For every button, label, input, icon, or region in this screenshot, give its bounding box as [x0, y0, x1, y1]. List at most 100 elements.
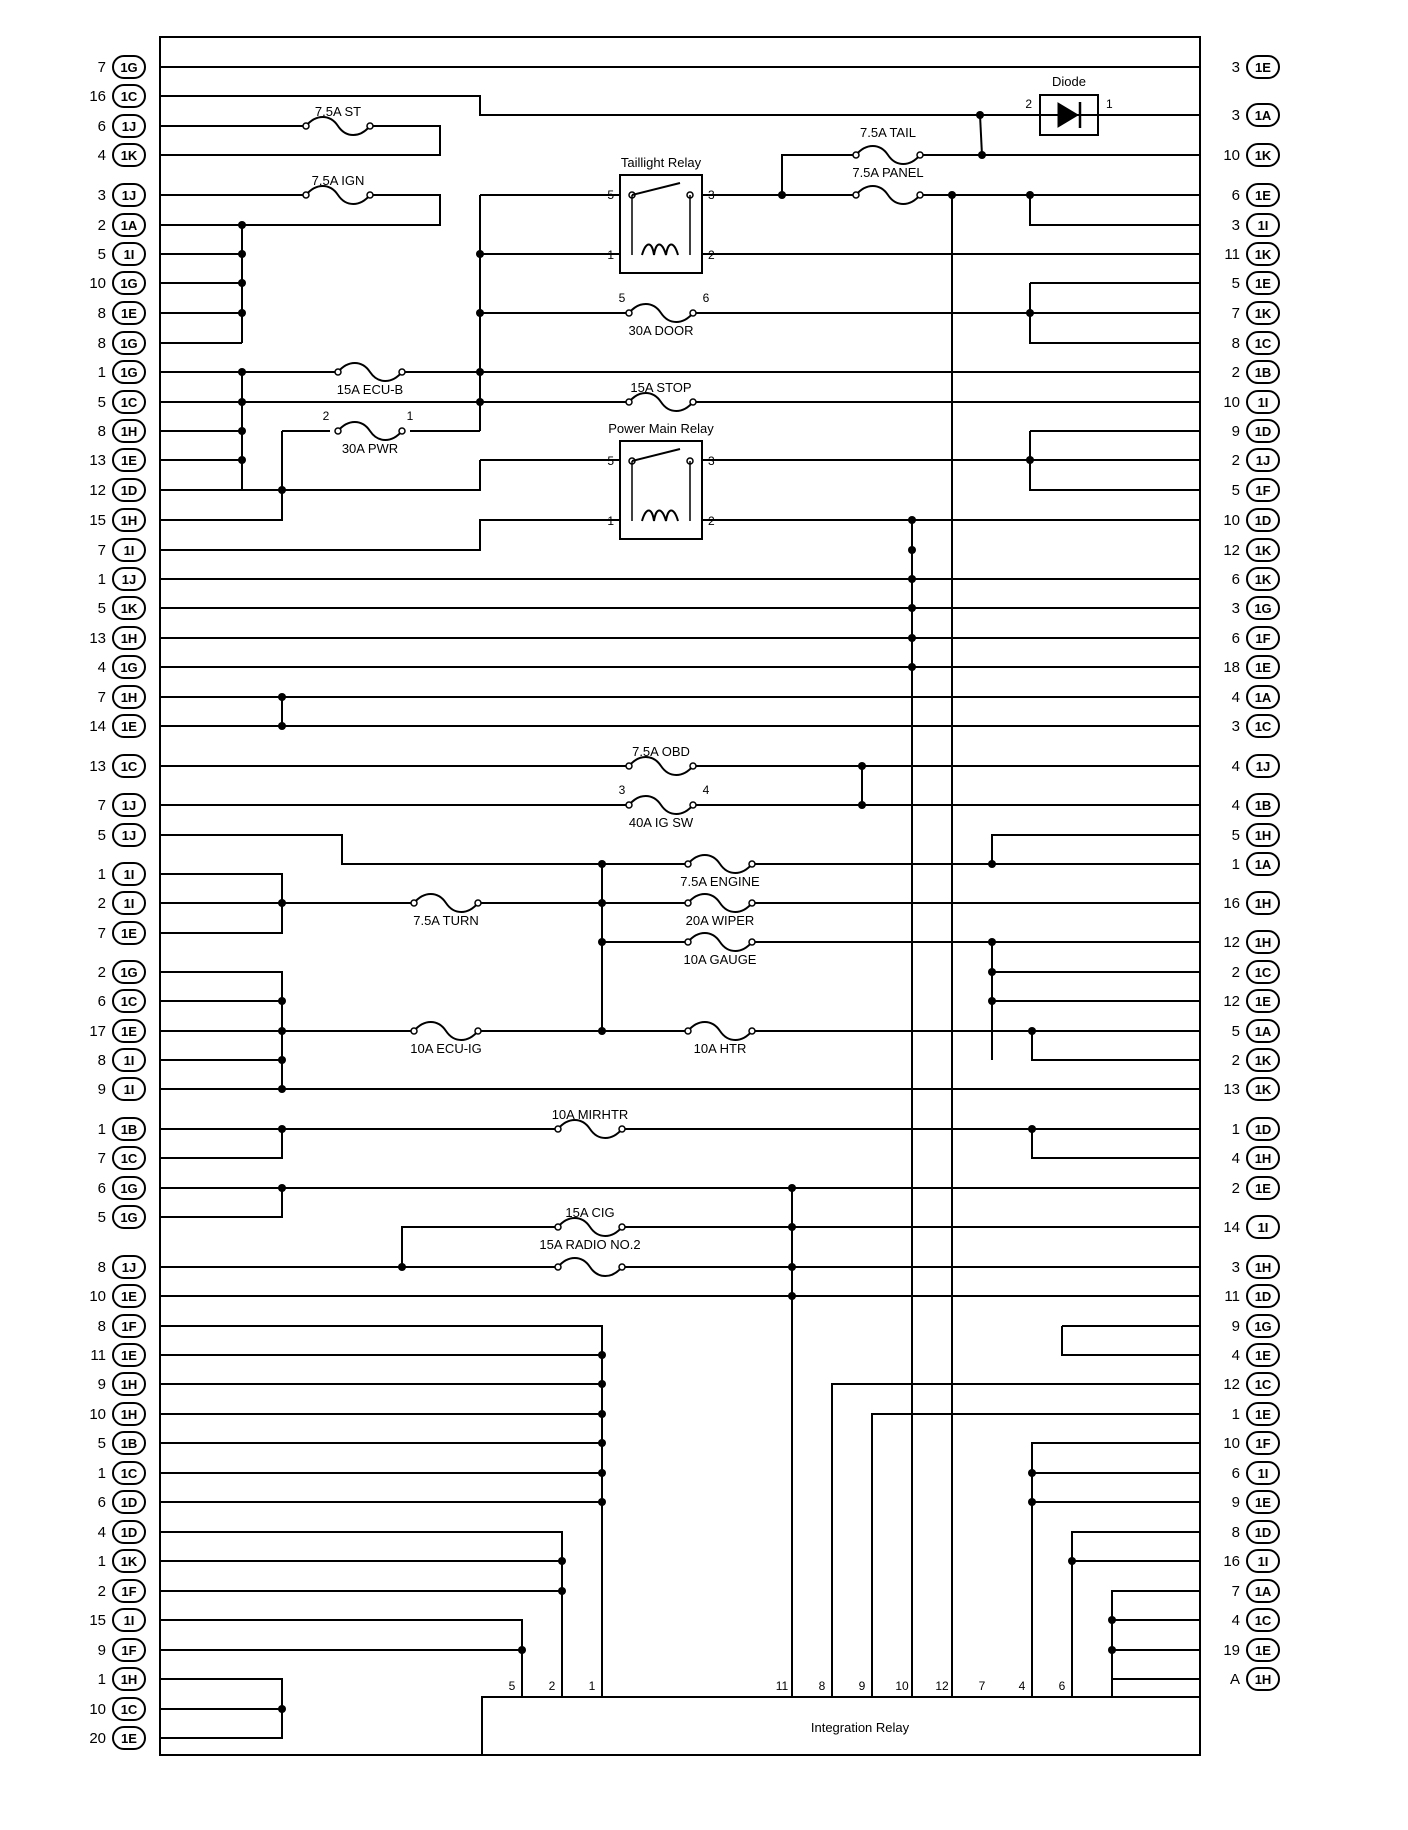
connector-badge — [112, 793, 146, 817]
connector-badge — [1246, 1520, 1280, 1544]
junction-dot — [476, 250, 484, 258]
connector-badge — [112, 271, 146, 295]
wire — [160, 971, 283, 1089]
junction-dot — [238, 368, 246, 376]
connector-id: 1F — [1255, 631, 1270, 646]
connector-badge — [1246, 1667, 1280, 1691]
fuse-symbol — [855, 185, 921, 205]
connector-id: 1I — [1258, 395, 1269, 410]
connector-badge — [1246, 301, 1280, 325]
connector-badge — [1246, 930, 1280, 954]
connector-badge — [112, 1638, 146, 1662]
integration-relay-pin-label: 9 — [859, 1679, 866, 1693]
connector-id: 1H — [121, 631, 138, 646]
fuse-label: 7.5A TAIL — [860, 125, 916, 140]
connector-id: 1B — [1255, 365, 1272, 380]
pin-number: 12 — [1223, 542, 1240, 559]
pin-number: 11 — [90, 1347, 106, 1364]
junction-dot — [1026, 309, 1034, 317]
wire — [160, 490, 283, 521]
connector-id: 1G — [120, 365, 137, 380]
pin-number: 12 — [1223, 934, 1240, 951]
pin-number: 2 — [1232, 1052, 1240, 1069]
pin-number: 6 — [98, 118, 106, 135]
connector-badge — [112, 862, 146, 886]
fuse-symbol — [855, 145, 921, 165]
connector-id: 1E — [121, 1731, 137, 1746]
junction-dot — [988, 938, 996, 946]
connector-badge — [1246, 1343, 1280, 1367]
pin-number: 8 — [1232, 335, 1240, 352]
pin-number: 1 — [1232, 1406, 1240, 1423]
fuse-terminal — [852, 191, 860, 199]
pin-number: 4 — [1232, 797, 1240, 814]
pin-number: 6 — [1232, 187, 1240, 204]
fuse-terminal — [302, 122, 310, 130]
connector-badge — [1246, 989, 1280, 1013]
pin-number: 4 — [1232, 1612, 1240, 1629]
connector-id: 1J — [122, 828, 136, 843]
pin-number: 10 — [89, 275, 106, 292]
connector-id: 1B — [121, 1436, 138, 1451]
connector-id: 1K — [1255, 543, 1272, 558]
connector-badge — [112, 360, 146, 384]
pin-number: 7 — [98, 59, 106, 76]
fuse-label: 7.5A ST — [315, 104, 361, 119]
fuse-terminal — [554, 1223, 562, 1231]
connector-id: 1F — [121, 1584, 136, 1599]
diode-pin-label: 2 — [1025, 97, 1032, 111]
fuse-symbol — [628, 392, 694, 412]
pin-number: 4 — [1232, 758, 1240, 775]
wire — [1029, 431, 1200, 491]
relay-title: Power Main Relay — [608, 421, 714, 436]
wire — [160, 95, 1200, 116]
connector-id: 1B — [1255, 798, 1272, 813]
wire — [160, 834, 1200, 865]
pin-number: 3 — [1232, 600, 1240, 617]
connector-badge — [112, 1019, 146, 1043]
fuse-label: 7.5A TURN — [413, 913, 479, 928]
connector-id: 1F — [1255, 1436, 1270, 1451]
connector-badge — [1246, 567, 1280, 591]
pin-number: 1 — [98, 1671, 106, 1688]
connector-badge — [112, 1549, 146, 1573]
connector-badge — [1246, 1402, 1280, 1426]
connector-id: 1H — [121, 1407, 138, 1422]
fuse-pin-label: 4 — [703, 783, 710, 797]
junction-dot — [858, 762, 866, 770]
pin-number: 5 — [1232, 1023, 1240, 1040]
connector-id: 1C — [1255, 336, 1272, 351]
junction-dot — [948, 191, 956, 199]
pin-number: 9 — [1232, 1494, 1240, 1511]
connector-badge — [112, 1205, 146, 1229]
integration-relay-title: Integration Relay — [811, 1720, 910, 1735]
pin-number: 6 — [98, 1180, 106, 1197]
pin-number: 1 — [98, 1121, 106, 1138]
connector-badge — [1246, 360, 1280, 384]
connector-id: 1H — [121, 424, 138, 439]
connector-id: 1H — [1255, 896, 1272, 911]
connector-badge — [1246, 1549, 1280, 1573]
connector-id: 1E — [1255, 1495, 1271, 1510]
fuse-symbol — [305, 116, 371, 136]
junction-dot — [988, 860, 996, 868]
pin-number: 13 — [1223, 1081, 1240, 1098]
pin-number: 3 — [1232, 1259, 1240, 1276]
fuse-terminal — [684, 938, 692, 946]
connector-badge — [112, 1284, 146, 1308]
fuse-terminal — [689, 801, 697, 809]
diode-symbol — [1057, 102, 1079, 128]
connector-id: 1H — [121, 690, 138, 705]
pin-number: 17 — [89, 1023, 106, 1040]
connector-badge — [1246, 143, 1280, 167]
pin-number: 5 — [98, 246, 106, 263]
fuse-terminal — [474, 1027, 482, 1035]
pin-number: 10 — [89, 1701, 106, 1718]
fuse-symbol — [628, 795, 694, 815]
junction-dot — [1108, 1646, 1116, 1654]
junction-dot — [598, 1380, 606, 1388]
connector-id: 1E — [121, 926, 137, 941]
fuse-terminal — [625, 801, 633, 809]
taillight-relay-box — [619, 174, 703, 274]
diode-pin-label: 1 — [1106, 97, 1113, 111]
